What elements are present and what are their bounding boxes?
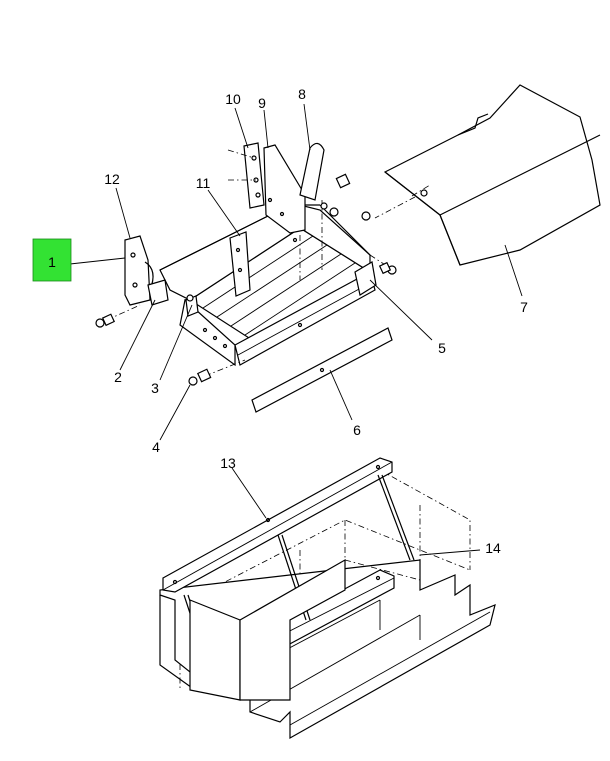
callout-12[interactable]: 12 — [104, 171, 120, 187]
battery-tray-assembly — [95, 142, 416, 413]
callout-13[interactable]: 13 — [220, 455, 236, 471]
callout-5[interactable]: 5 — [438, 340, 446, 356]
battery-cover — [383, 84, 601, 266]
callout-1-highlight[interactable]: 1 — [32, 238, 72, 282]
callout-10[interactable]: 10 — [225, 91, 241, 107]
battery-hold-down-assembly — [159, 457, 496, 740]
leader-lines — [69, 103, 523, 556]
callout-3[interactable]: 3 — [151, 380, 159, 396]
callout-2[interactable]: 2 — [114, 369, 122, 385]
filler-strip — [251, 327, 393, 413]
hardware-fasteners — [95, 173, 397, 386]
callout-7[interactable]: 7 — [520, 299, 528, 315]
callout-8[interactable]: 8 — [298, 86, 306, 102]
callout-11[interactable]: 11 — [196, 175, 211, 191]
callout-1[interactable]: 1 — [48, 254, 56, 270]
callout-6[interactable]: 6 — [353, 422, 361, 438]
callout-14[interactable]: 14 — [485, 540, 501, 556]
callout-4[interactable]: 4 — [152, 439, 160, 455]
callout-9[interactable]: 9 — [258, 95, 266, 111]
